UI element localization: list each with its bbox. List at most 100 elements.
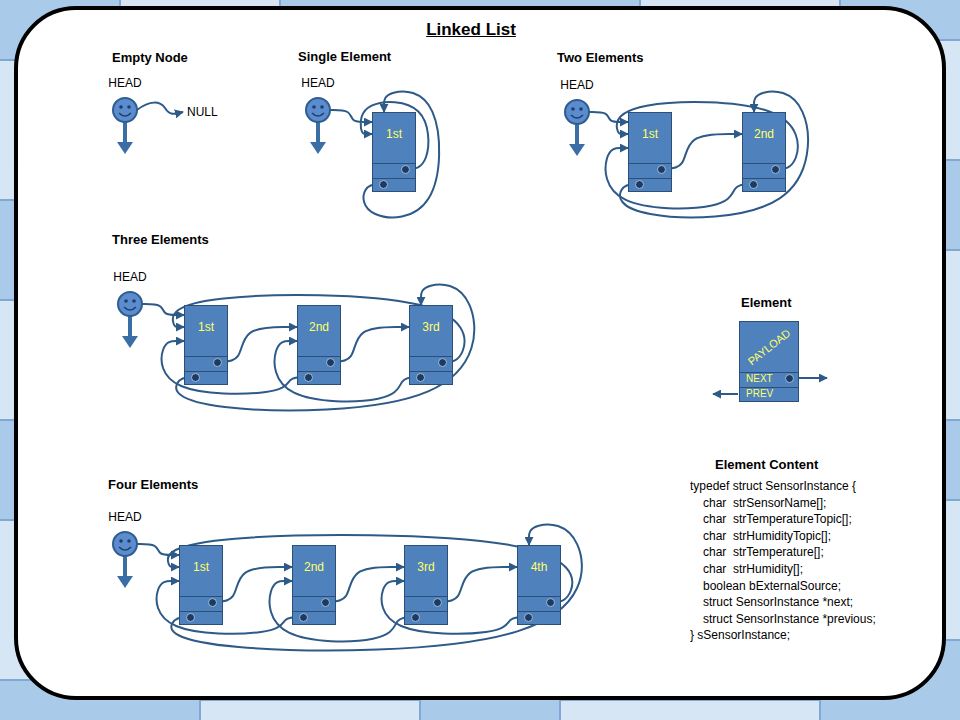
head-label: HEAD (555, 78, 599, 92)
element-label: 3rd (405, 560, 447, 574)
head-label: HEAD (108, 270, 152, 284)
field-divider (298, 356, 340, 357)
payload-label: PAYLOAD (745, 327, 792, 367)
field-divider (743, 178, 785, 179)
code-line: boolean bExternalSource; (703, 579, 841, 593)
n-pointer (330, 327, 409, 362)
n-pointer (661, 134, 742, 169)
field-divider (410, 356, 452, 357)
pointer-dot (785, 374, 794, 383)
smiley-icon (103, 528, 147, 590)
null-pointer (137, 103, 183, 114)
field-divider (740, 387, 798, 388)
list-element: 4th (517, 545, 561, 625)
list-element: 2nd (292, 545, 336, 625)
smiley-icon (103, 94, 147, 156)
field-divider (405, 611, 447, 612)
pointer-dot (186, 613, 195, 622)
pointer-dot (401, 165, 410, 174)
head-pointer: HEAD (555, 78, 599, 158)
pointer-dot (411, 613, 420, 622)
section-heading: Empty Node (112, 50, 188, 65)
list-element: 1st (179, 545, 223, 625)
field-divider (518, 611, 560, 612)
null-label: NULL (187, 105, 218, 119)
panel (16, 8, 944, 698)
field-divider (298, 371, 340, 372)
element-label: 1st (180, 560, 222, 574)
pointer-dot (546, 598, 555, 607)
pointer-dot (299, 613, 308, 622)
n-pointer (437, 567, 517, 602)
list-element: 1st (184, 305, 228, 385)
field-divider (629, 178, 671, 179)
field-divider (629, 163, 671, 164)
code-line: char strTemperatureTopic[]; (703, 512, 852, 526)
element-label: 2nd (293, 560, 335, 574)
head-pointer (589, 112, 628, 122)
list-element: 3rd (404, 545, 448, 625)
smiley-icon (555, 96, 599, 158)
list-element: 3rd (409, 305, 453, 385)
head-pointer: HEAD (103, 76, 147, 156)
field-divider (180, 596, 222, 597)
field-divider (185, 356, 227, 357)
field-divider (740, 372, 798, 373)
next-label: NEXT (746, 373, 773, 384)
field-divider (410, 371, 452, 372)
code-line: struct SensorInstance *previous; (703, 612, 876, 626)
field-divider (518, 596, 560, 597)
element-label: 2nd (743, 127, 785, 141)
pointer-dot (657, 165, 666, 174)
element-label: 3rd (410, 320, 452, 334)
code-line: typedef struct SensorInstance { (690, 479, 856, 493)
section-heading: Element (741, 295, 792, 310)
section-heading: Single Element (298, 49, 391, 64)
head-pointer (330, 110, 372, 122)
field-divider (373, 163, 415, 164)
title-holder: Linked List (0, 20, 942, 40)
section-heading: Three Elements (112, 232, 209, 247)
section-heading: Element Content (715, 457, 818, 472)
head-label: HEAD (103, 510, 147, 524)
pw-pointer (620, 91, 808, 217)
pointer-dot (438, 358, 447, 367)
field-divider (405, 596, 447, 597)
element-label: 4th (518, 560, 560, 574)
n-pointer (217, 327, 297, 362)
element-label: 1st (629, 127, 671, 141)
field-divider (743, 163, 785, 164)
pointer-dot (213, 358, 222, 367)
head-label: HEAD (296, 76, 340, 90)
field-divider (373, 178, 415, 179)
smiley-icon (108, 288, 152, 350)
pointer-dot (326, 358, 335, 367)
pw-pointer (171, 524, 582, 650)
pointer-dot (321, 598, 330, 607)
list-element: 1st (372, 112, 416, 192)
pointer-dot (524, 613, 533, 622)
n-pointer (212, 567, 292, 602)
nw-pointer (168, 535, 573, 602)
field-divider (180, 611, 222, 612)
pw-pointer (176, 284, 474, 410)
field-divider (293, 611, 335, 612)
pointer-dot (771, 165, 780, 174)
code-line: char strSensorName[]; (703, 496, 826, 510)
list-element: 1st (628, 112, 672, 192)
field-divider (293, 596, 335, 597)
pointer-dot (208, 598, 217, 607)
field-divider (185, 371, 227, 372)
element-label: 2nd (298, 320, 340, 334)
pointer-dot (304, 373, 313, 382)
section-heading: Two Elements (557, 50, 643, 65)
head-pointer (137, 544, 179, 555)
code-line: } sSensorInstance; (690, 628, 790, 642)
head-pointer: HEAD (108, 270, 152, 350)
head-label: HEAD (103, 76, 147, 90)
code-line: struct SensorInstance *next; (703, 595, 853, 609)
